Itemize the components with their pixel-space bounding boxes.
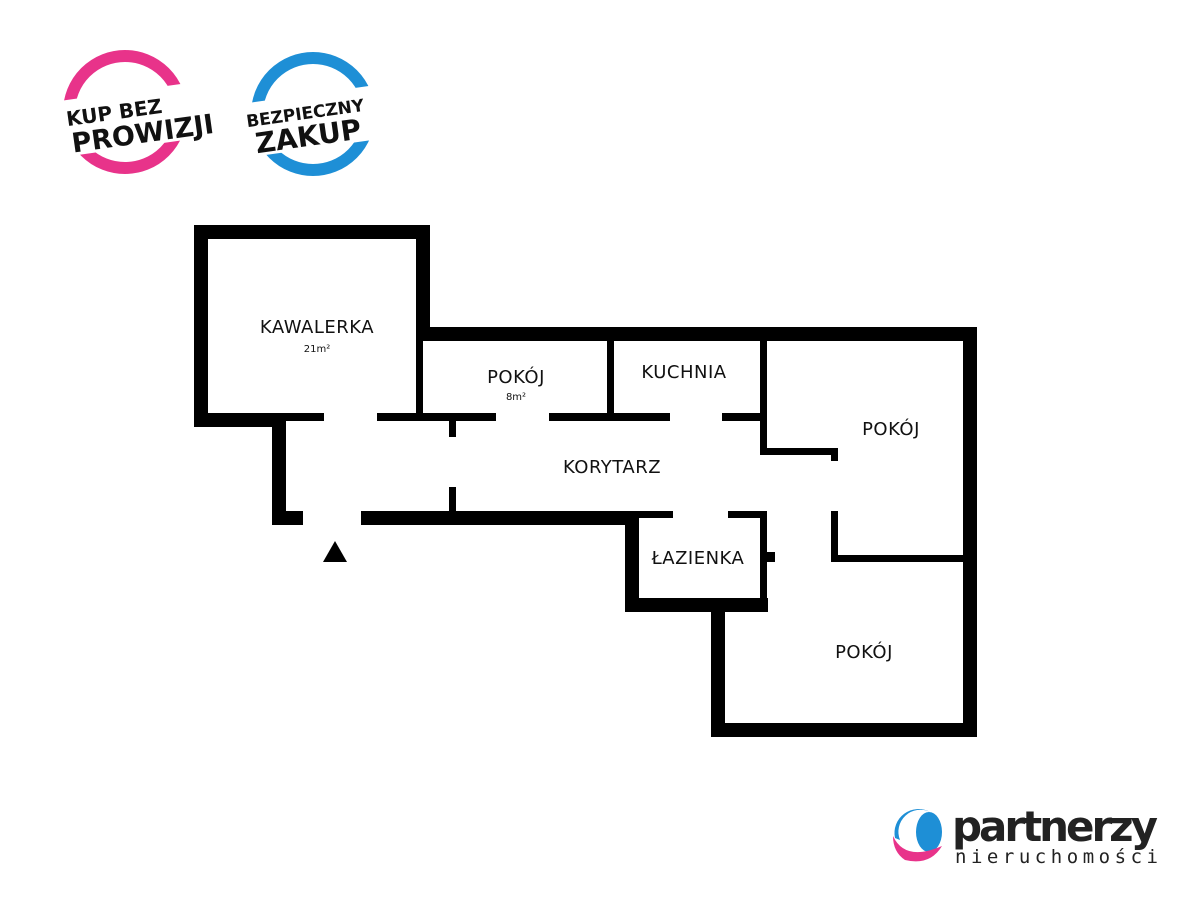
room-area-kawalerka: 21m² (304, 344, 330, 355)
room-label-pokoj-top: POKÓJ (862, 418, 920, 440)
logo-mark-pink (893, 836, 942, 862)
room-label-korytarz: KORYTARZ (563, 457, 661, 478)
room-label-pokoj: POKÓJ (487, 366, 545, 388)
partnerzy-logo: partnerzy nieruchomości (893, 802, 1158, 868)
logo-mark-blue (894, 809, 930, 840)
logo-name: partnerzy (952, 802, 1158, 851)
walls (194, 225, 977, 737)
room-label-lazienka: ŁAZIENKA (651, 548, 745, 569)
room-label-pokoj-bottom: POKÓJ (835, 641, 893, 663)
logo-mark-drop (916, 812, 942, 852)
room-label-kawalerka: KAWALERKA (260, 317, 374, 338)
badge-kup-bez-prowizji: KUP BEZ PROWIZJI (57, 50, 216, 174)
room-label-kuchnia: KUCHNIA (641, 362, 726, 383)
badge-bezpieczny-zakup: BEZPIECZNY ZAKUP (239, 52, 387, 176)
logo-subtitle: nieruchomości (955, 846, 1158, 868)
entrance-triangle-icon (323, 541, 347, 562)
room-area-pokoj: 8m² (506, 392, 526, 403)
